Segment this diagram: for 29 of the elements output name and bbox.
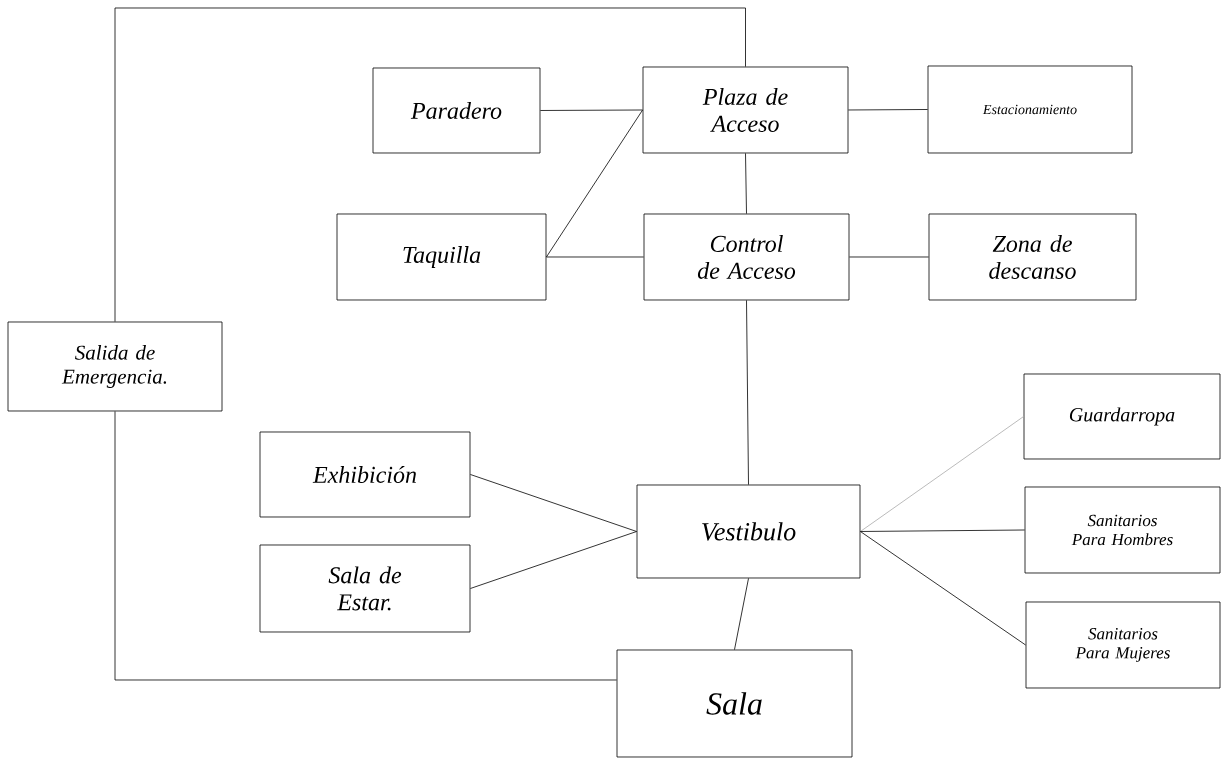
box: Exhibición (259, 431, 471, 518)
connector-line (746, 300, 749, 485)
connector-line (470, 474, 637, 532)
box: Sanitarios Para Hombres (1024, 486, 1221, 574)
connector-line (745, 153, 747, 214)
box: Salida de Emergencia. (7, 321, 223, 412)
connector-line (848, 109, 928, 111)
connector-line (860, 531, 1026, 646)
connector-line (860, 416, 1024, 532)
connector-line (546, 256, 644, 258)
box: Estacionamiento (927, 65, 1133, 154)
connector-line (849, 256, 929, 258)
box: Sala de Estar. (259, 544, 471, 633)
connector-line (540, 109, 643, 111)
box: Vestibulo (636, 484, 861, 579)
box: Control de Acceso (643, 213, 850, 301)
box: Sanitarios Para Mujeres (1025, 601, 1221, 689)
box: Paradero (372, 67, 541, 154)
box: Guardarropa (1023, 373, 1221, 460)
connector-line (860, 529, 1025, 532)
connector-line (470, 531, 637, 589)
connector-line (114, 411, 617, 681)
box: Sala (616, 649, 853, 758)
connector-line (546, 109, 643, 258)
box: Zona de descanso (928, 213, 1137, 301)
box: Plaza de Acceso (642, 66, 849, 154)
connector-line (734, 578, 749, 650)
box: Taquilla (336, 213, 547, 301)
connector-line (114, 7, 746, 322)
